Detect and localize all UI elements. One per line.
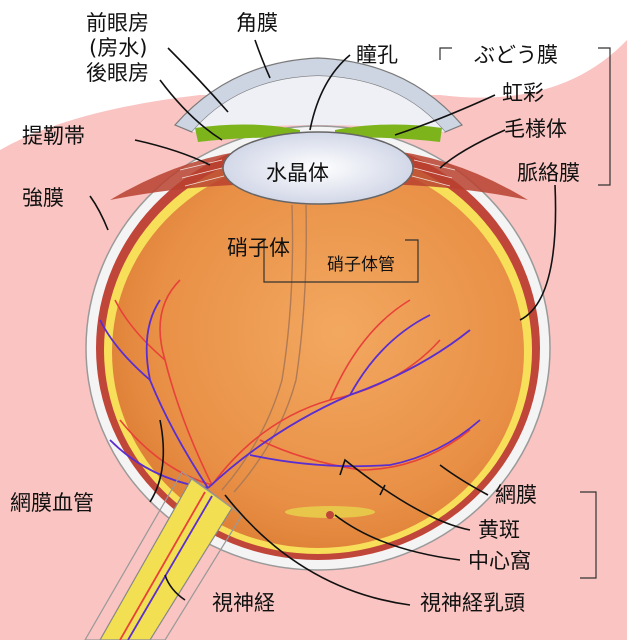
label-iris: 虹彩 <box>502 81 544 105</box>
label-posterior-chamber: 後眼房 <box>86 61 149 85</box>
central-artery <box>119 491 206 640</box>
label-ciliary-body: 毛様体 <box>504 117 567 141</box>
optic-nerve-sheath <box>84 471 243 640</box>
label-retinal-vessels: 網膜血管 <box>10 491 94 515</box>
iris <box>195 124 300 142</box>
label-pupil: 瞳孔 <box>356 43 398 67</box>
retinal-arteries <box>114 279 471 486</box>
label-fovea: 中心窩 <box>468 549 531 573</box>
label-vitreous: 硝子体 <box>227 236 290 260</box>
lens <box>222 131 414 205</box>
label-cornea: 角膜 <box>236 11 278 35</box>
anterior-chamber <box>192 76 445 132</box>
retinal-veins <box>99 299 481 489</box>
label-optic-disc: 視神経乳頭 <box>420 591 525 615</box>
iris-right <box>335 124 442 142</box>
label-anterior-chamber: 前眼房 <box>86 11 149 35</box>
leader-lines <box>89 39 557 606</box>
label-optic-nerve: 視神経 <box>212 591 275 615</box>
label-lens: 水晶体 <box>266 161 329 185</box>
label-brackets <box>263 47 611 579</box>
vitreous-body <box>112 156 524 548</box>
label-choroid: 脈絡膜 <box>517 161 580 185</box>
label-hyaloid-canal: 硝子体管 <box>327 255 395 275</box>
zonule-fibers <box>179 159 456 187</box>
label-macula: 黄斑 <box>478 518 520 542</box>
label-retina: 網膜 <box>495 483 537 507</box>
central-vein <box>127 495 213 640</box>
label-zonule: 提靭帯 <box>22 124 85 148</box>
label-aqueous: (房水) <box>89 36 147 60</box>
label-uvea: ぶどう膜 <box>474 43 558 67</box>
label-sclera: 強膜 <box>22 186 64 210</box>
fovea <box>326 511 334 519</box>
